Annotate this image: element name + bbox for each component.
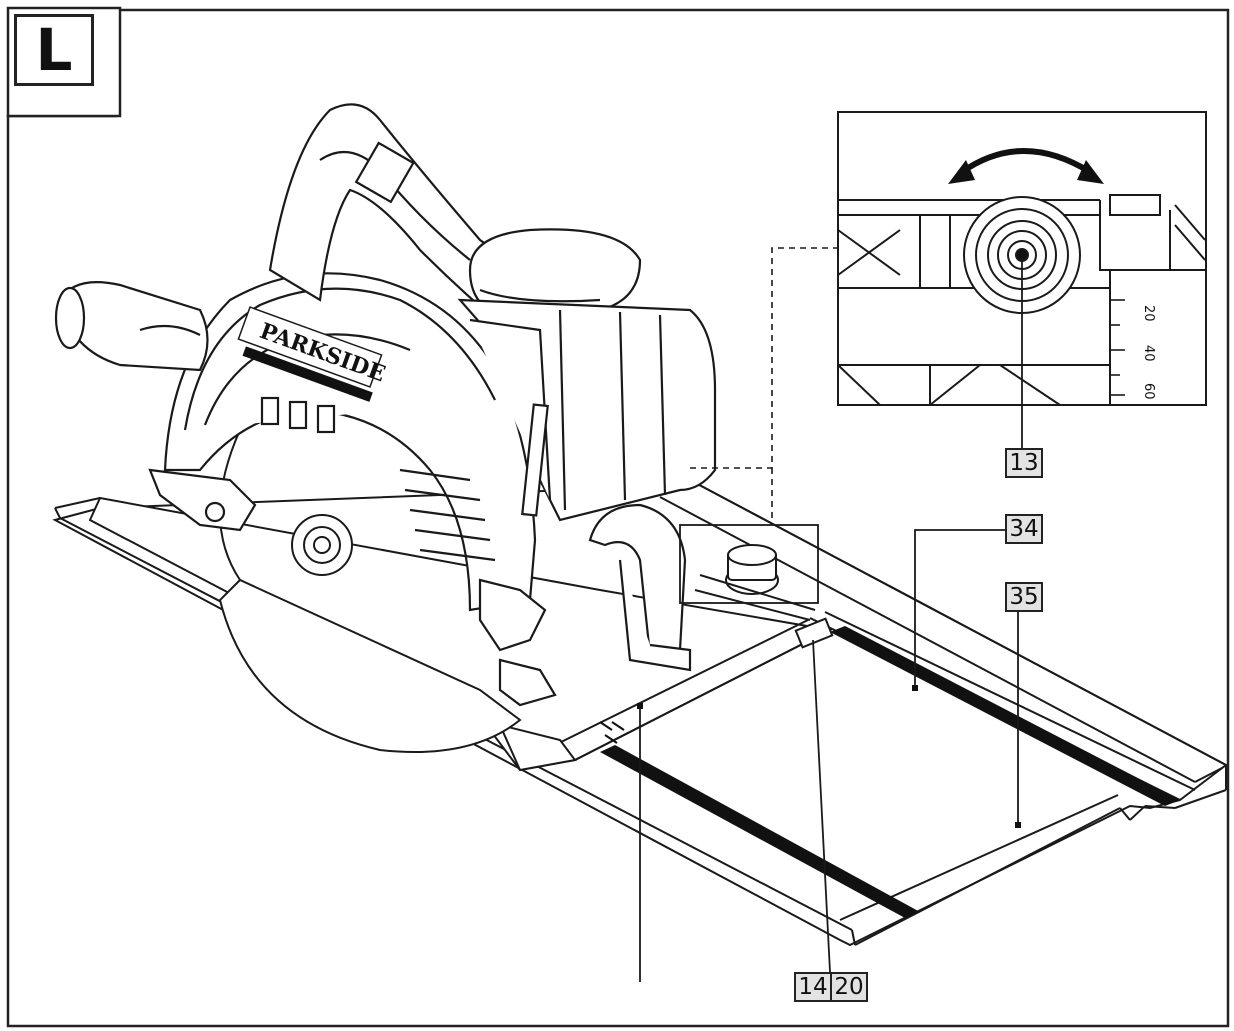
callout-35: 35	[1005, 582, 1043, 612]
scale-tick-60: 60	[1141, 383, 1156, 400]
saw-body	[54, 103, 717, 707]
callout-34: 34	[1005, 514, 1043, 544]
bevel-knob-large	[963, 196, 1081, 314]
saw-base-plate	[88, 496, 834, 772]
callout-14: 14	[794, 972, 832, 1002]
bevel-knob-small	[694, 544, 816, 621]
friction-strip-right	[830, 626, 1180, 806]
callout-13: 13	[1005, 448, 1043, 478]
scale-tick-20: 20	[1141, 305, 1156, 322]
detail-leader-dashed	[690, 247, 838, 469]
leader-dots	[637, 685, 1021, 828]
rotation-arrow-icon	[960, 148, 1092, 175]
direction-arrows	[599, 721, 625, 744]
angle-scale	[1110, 299, 1125, 396]
friction-strip-left	[600, 745, 920, 918]
figure-letter: L	[14, 14, 94, 86]
scale-tick-40: 40	[1141, 345, 1156, 362]
detail-source-frame	[679, 524, 819, 604]
callout-20: 20	[830, 972, 868, 1002]
